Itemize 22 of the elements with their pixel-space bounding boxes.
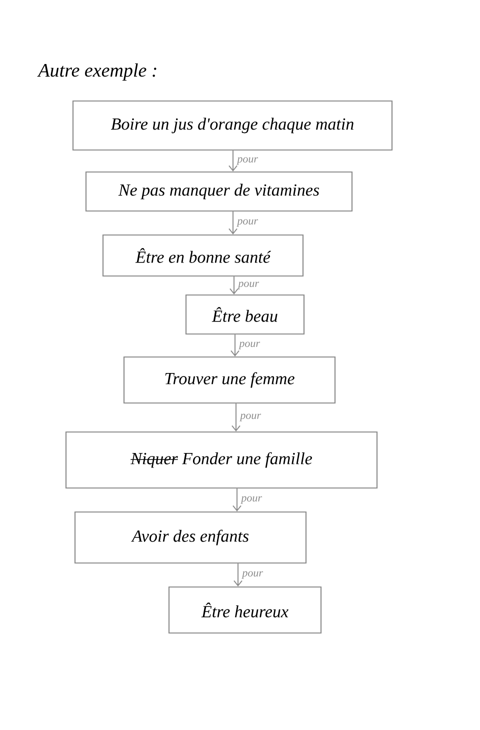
process-box: Avoir des enfants bbox=[74, 511, 307, 564]
edge-label: pour bbox=[240, 414, 262, 422]
process-box: Être heureux bbox=[168, 586, 322, 634]
edge-label: pour bbox=[238, 342, 260, 350]
edge-label: pour bbox=[236, 219, 258, 227]
arrow bbox=[232, 488, 242, 512]
edge-label: pour bbox=[238, 282, 260, 290]
process-box: Ne pas manquer de vitamines bbox=[85, 171, 353, 212]
edge-label: pour bbox=[236, 157, 258, 165]
arrow bbox=[230, 276, 238, 294]
arrow bbox=[228, 211, 238, 234]
edge-label: pour bbox=[242, 571, 264, 579]
process-box: Être beau bbox=[185, 294, 305, 335]
process-box: Être en bonne santé bbox=[102, 234, 304, 277]
heading: Autre exemple : bbox=[37, 63, 156, 81]
arrow bbox=[232, 403, 240, 432]
process-box: Trouver une femme bbox=[123, 356, 336, 404]
arrow bbox=[228, 150, 238, 172]
arrow bbox=[230, 334, 240, 356]
arrow bbox=[234, 563, 242, 586]
process-box: Boire un jus d'orange chaque matin bbox=[72, 100, 393, 151]
edge-label: pour bbox=[240, 496, 262, 504]
